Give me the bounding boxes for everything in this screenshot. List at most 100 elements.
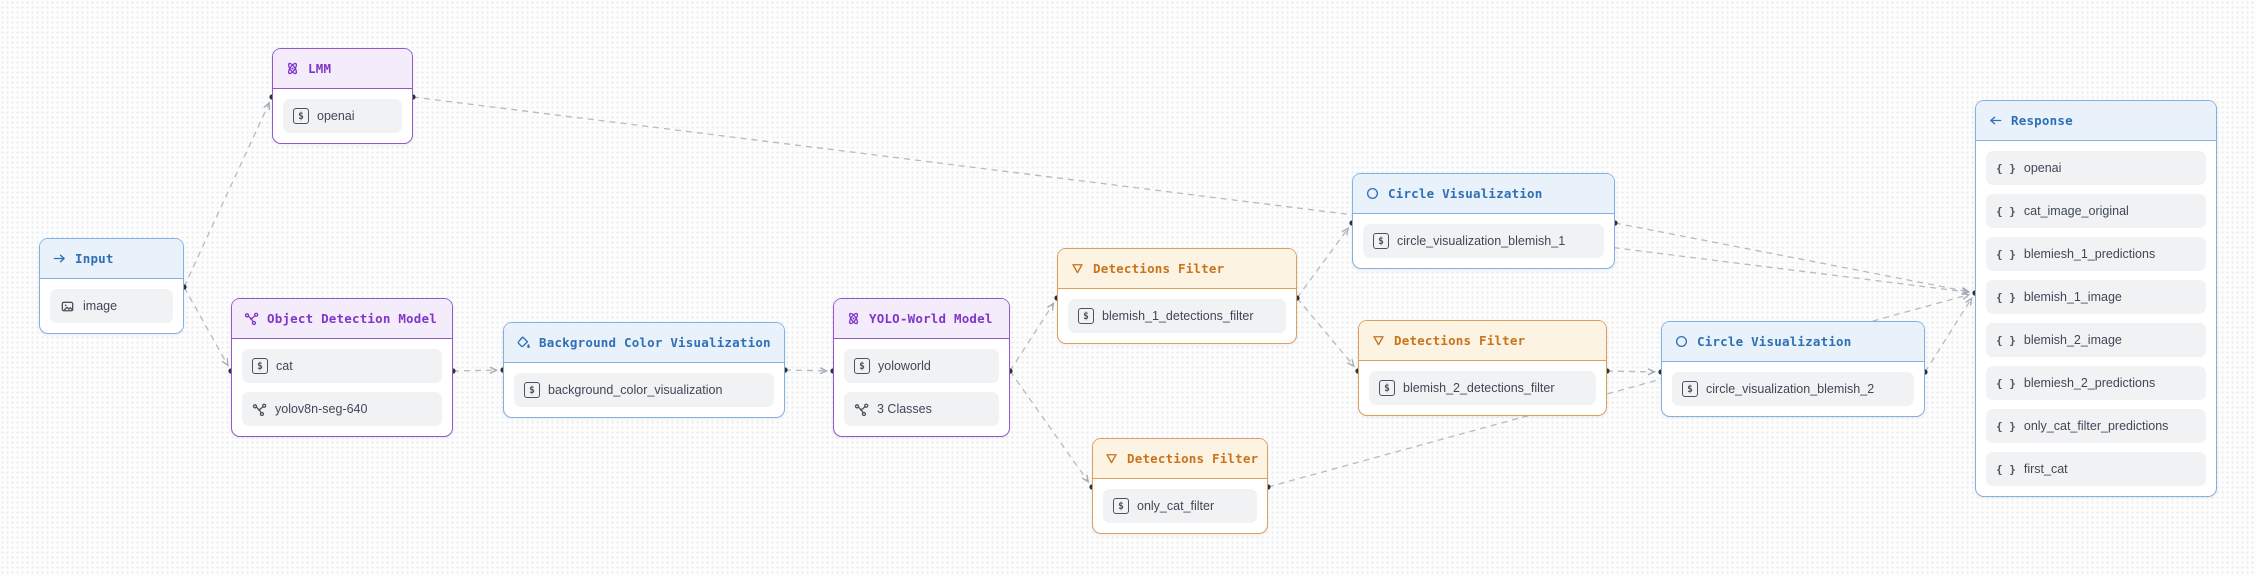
item-label: blemish_1_image [2023, 290, 2122, 304]
node-title: Detections Filter [1394, 333, 1526, 348]
node-title: Background Color Visualization [539, 335, 771, 350]
edge-yolo-world-model-detections-filter-1 [1009, 304, 1053, 372]
model-icon [854, 402, 869, 417]
item-label: 3 Classes [877, 402, 932, 416]
node-title: YOLO-World Model [869, 311, 993, 326]
braces-icon: { } [1996, 161, 2016, 175]
dollar-icon: $ [1373, 233, 1389, 249]
node-background-color-visualization[interactable]: Background Color Visualization $ backgro… [503, 322, 785, 418]
node-header: Circle Visualization [1662, 322, 1924, 362]
node-item[interactable]: $ only_cat_filter [1103, 489, 1257, 523]
item-label: first_cat [2023, 462, 2068, 476]
node-item[interactable]: $ circle_visualization_blemish_2 [1672, 372, 1914, 406]
item-label: circle_visualization_blemish_1 [1397, 234, 1566, 248]
node-title: Object Detection Model [267, 311, 437, 326]
item-label: blemish_1_detections_filter [1102, 309, 1254, 323]
edge-detections-filter-1-circle-visualization-1 [1296, 229, 1348, 299]
node-body: $ blemish_1_detections_filter [1058, 289, 1296, 343]
item-label: yolov8n-seg-640 [275, 402, 368, 416]
item-label: blemiesh_1_predictions [2023, 247, 2156, 261]
node-body: $ cat yolov8n-seg-640 [232, 339, 452, 436]
braces-icon: { } [1996, 419, 2016, 433]
node-title: Response [2011, 113, 2073, 128]
node-item[interactable]: { } blemish_1_image [1986, 280, 2206, 314]
dollar-icon: $ [1379, 380, 1395, 396]
node-item[interactable]: { } only_cat_filter_predictions [1986, 409, 2206, 443]
model-icon [243, 311, 259, 327]
braces-icon: { } [1996, 376, 2016, 390]
node-circle-visualization-1[interactable]: Circle Visualization $ circle_visualizat… [1352, 173, 1615, 269]
node-item[interactable]: 3 Classes [844, 392, 999, 426]
braces-icon: { } [1996, 462, 2016, 476]
braces-icon: { } [1996, 204, 2016, 218]
item-label: blemish_2_detections_filter [1403, 381, 1555, 395]
node-response[interactable]: Response { } openai { } cat_image_origin… [1975, 100, 2217, 497]
edge-yolo-world-model-detections-filter-3 [1009, 370, 1088, 481]
node-item[interactable]: yolov8n-seg-640 [242, 392, 442, 426]
node-header: Input [40, 239, 183, 279]
arrow-left-icon [1987, 113, 2003, 129]
node-title: LMM [308, 61, 332, 76]
node-title: Circle Visualization [1697, 334, 1852, 349]
item-label: image [83, 299, 118, 313]
dollar-icon: $ [293, 108, 309, 124]
node-item[interactable]: $ blemish_2_detections_filter [1369, 371, 1596, 405]
edge-circle-visualization-1-response [1614, 222, 1968, 292]
item-label: yoloworld [878, 359, 931, 373]
node-item[interactable]: { } openai [1986, 151, 2206, 185]
node-item[interactable]: $ blemish_1_detections_filter [1068, 299, 1286, 333]
node-header: YOLO-World Model [834, 299, 1009, 339]
node-body: $ yoloworld 3 Classes [834, 339, 1009, 436]
node-body: $ circle_visualization_blemish_1 [1353, 214, 1614, 268]
funnel-icon [1370, 333, 1386, 349]
item-label: blemish_2_image [2023, 333, 2122, 347]
item-label: circle_visualization_blemish_2 [1706, 382, 1875, 396]
edge-detections-filter-2-circle-visualization-2 [1606, 371, 1654, 372]
node-body: $ background_color_visualization [504, 363, 784, 417]
node-header: Detections Filter [1058, 249, 1296, 289]
dollar-icon: $ [524, 382, 540, 398]
node-header: Object Detection Model [232, 299, 452, 339]
node-item[interactable]: $ circle_visualization_blemish_1 [1363, 224, 1604, 258]
node-circle-visualization-2[interactable]: Circle Visualization $ circle_visualizat… [1661, 321, 1925, 417]
node-item[interactable]: { } cat_image_original [1986, 194, 2206, 228]
node-title: Circle Visualization [1388, 186, 1543, 201]
node-body: $ blemish_2_detections_filter [1359, 361, 1606, 415]
node-item[interactable]: $ background_color_visualization [514, 373, 774, 407]
node-detections-filter-1[interactable]: Detections Filter $ blemish_1_detections… [1057, 248, 1297, 344]
circle-icon [1364, 186, 1380, 202]
node-detections-filter-3[interactable]: Detections Filter $ only_cat_filter [1092, 438, 1268, 534]
dollar-icon: $ [1113, 498, 1129, 514]
node-detections-filter-2[interactable]: Detections Filter $ blemish_2_detections… [1358, 320, 1607, 416]
paint-bucket-icon [515, 335, 531, 351]
node-body: image [40, 279, 183, 333]
node-header: Circle Visualization [1353, 174, 1614, 214]
atom-icon [845, 311, 861, 327]
image-icon [60, 299, 75, 314]
item-label: openai [2023, 161, 2062, 175]
edge-input-object-detection-model [183, 286, 228, 365]
node-item[interactable]: $ openai [283, 99, 402, 133]
item-label: background_color_visualization [548, 383, 723, 397]
node-item[interactable]: { } blemish_2_image [1986, 323, 2206, 357]
item-label: cat_image_original [2023, 204, 2129, 218]
node-header: Detections Filter [1093, 439, 1267, 479]
edge-lmm-response [412, 96, 1968, 292]
node-yolo-world-model[interactable]: YOLO-World Model $ yoloworld 3 Classes [833, 298, 1010, 437]
node-input[interactable]: Input image [39, 238, 184, 334]
node-item[interactable]: { } blemiesh_1_predictions [1986, 237, 2206, 271]
node-item[interactable]: $ cat [242, 349, 442, 383]
braces-icon: { } [1996, 290, 2016, 304]
model-icon [252, 402, 267, 417]
node-item[interactable]: { } blemiesh_2_predictions [1986, 366, 2206, 400]
node-body: $ openai [273, 89, 412, 143]
node-item[interactable]: $ yoloworld [844, 349, 999, 383]
node-header: Response [1976, 101, 2216, 141]
node-object-detection-model[interactable]: Object Detection Model $ cat yolov8n-seg… [231, 298, 453, 437]
edge-background-color-visualization-yolo-world-model [784, 370, 826, 371]
node-item[interactable]: image [50, 289, 173, 323]
node-lmm[interactable]: LMM $ openai [272, 48, 413, 144]
item-label: only_cat_filter_predictions [2023, 419, 2169, 433]
node-item[interactable]: { } first_cat [1986, 452, 2206, 486]
